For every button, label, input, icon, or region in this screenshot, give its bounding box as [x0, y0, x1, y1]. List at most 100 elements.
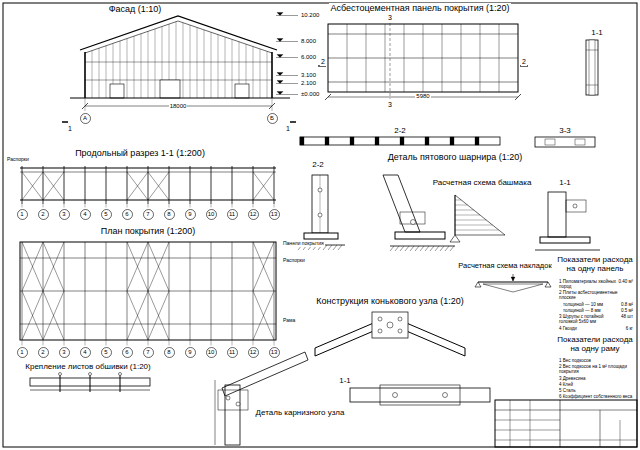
section-mark: 2 [521, 58, 527, 66]
drawing-line [148, 242, 169, 291]
drawing-line [215, 380, 216, 445]
section-mark: 2 [320, 58, 326, 66]
drawing-line [410, 246, 414, 251]
section-mark: 1 [67, 125, 73, 133]
part-note: Панели покрытия [282, 241, 325, 247]
drawing-line [120, 374, 121, 392]
bolt-symbol [318, 188, 322, 192]
drawing-rect [495, 400, 637, 447]
drawing-line [253, 242, 274, 291]
drawing-line [333, 245, 337, 250]
drawing-line [211, 166, 212, 204]
drawing-rect [20, 242, 276, 340]
axis-circle-outline [17, 347, 27, 357]
axis-number: А [83, 115, 87, 121]
drawing-line [276, 75, 298, 76]
drawing-line [85, 340, 86, 346]
drawing-line [169, 204, 170, 208]
axis-marker: 5 [101, 347, 112, 358]
drawing-line [106, 166, 107, 204]
drawing-outline [277, 39, 283, 42]
drawing-rect [566, 200, 586, 212]
drawing-line [85, 166, 86, 204]
axis-number: 2 [41, 349, 44, 355]
view-title: Крепление листов обшивки (1:20) [24, 362, 151, 371]
drawing-rect [545, 139, 555, 145]
axis-number: 9 [188, 211, 191, 217]
bolt-symbol [573, 204, 577, 208]
axis-number: 10 [208, 211, 215, 217]
axis-number: 6 [125, 211, 128, 217]
drawing-line [232, 166, 233, 204]
drawing-rect [380, 385, 460, 405]
drawing-line [60, 374, 61, 392]
drawing-line [127, 242, 148, 291]
drawing-line [347, 24, 348, 92]
axis-number: 8 [167, 211, 170, 217]
drawing-line [148, 242, 169, 291]
drawing-outline [383, 175, 420, 232]
axis-marker: 9 [185, 347, 196, 358]
axis-circle-outline [143, 209, 153, 219]
axis-number: 11 [229, 211, 235, 217]
drawing-line [274, 204, 275, 208]
drawing-rect [589, 40, 595, 95]
drawing-line [99, 48, 100, 98]
drawing-line [455, 205, 468, 206]
drawing-line [510, 400, 511, 447]
bolt-symbol [119, 373, 122, 376]
drawing-line [274, 340, 275, 346]
drawing-rect [235, 84, 249, 98]
drawing-line [106, 340, 107, 346]
drawing-line [445, 246, 449, 251]
drawing-line [155, 29, 156, 98]
drawing-line [366, 24, 367, 92]
axis-marker: 6 [122, 347, 133, 358]
drawing-outline [450, 235, 460, 242]
drawing-line [85, 204, 86, 208]
drawing-rect [450, 137, 454, 145]
drawing-line [253, 242, 274, 291]
drawing-line [43, 291, 64, 340]
drawing-line [85, 62, 272, 63]
axis-circle-outline [267, 113, 277, 123]
level-mark: 2.100 [300, 80, 317, 87]
drawing-rect [304, 233, 338, 239]
axis-number: 13 [271, 211, 278, 217]
drawing-line [22, 166, 23, 204]
drawing-line [43, 172, 64, 200]
axis-number: Б [270, 115, 274, 121]
drawing-line [82, 103, 88, 109]
axis-number: 12 [250, 349, 257, 355]
table-cell: 1 Пиломатериалы хвойных пород [558, 279, 622, 289]
drawing-rect [395, 232, 445, 239]
axis-number: 4 [83, 211, 86, 217]
drawing-outline [222, 352, 308, 396]
axis-number: 3 [62, 211, 65, 217]
drawing-line [134, 36, 135, 98]
drawing-rect [350, 137, 354, 145]
table-cell: 6 кг [625, 326, 634, 331]
drawing-line [530, 400, 531, 447]
drawing-line [253, 172, 274, 200]
drawing-line [455, 215, 480, 216]
drawing-line [271, 52, 273, 98]
axis-marker: 11 [227, 347, 238, 358]
drawing-line [400, 246, 404, 251]
bolt-symbol [236, 402, 240, 406]
axis-circle-outline [80, 209, 90, 219]
axis-circle-outline [122, 347, 132, 357]
drawing-line [253, 340, 254, 346]
drawing-line [276, 41, 298, 42]
drawing-line [455, 220, 486, 221]
drawing-line [64, 340, 65, 346]
drawing-line [276, 94, 298, 95]
axis-number: 5 [104, 211, 107, 217]
drawing-outline [475, 282, 481, 287]
axis-number: 13 [271, 349, 278, 355]
drawing-rect [328, 24, 518, 92]
drawing-line [560, 400, 561, 447]
drawing-line [495, 420, 560, 421]
